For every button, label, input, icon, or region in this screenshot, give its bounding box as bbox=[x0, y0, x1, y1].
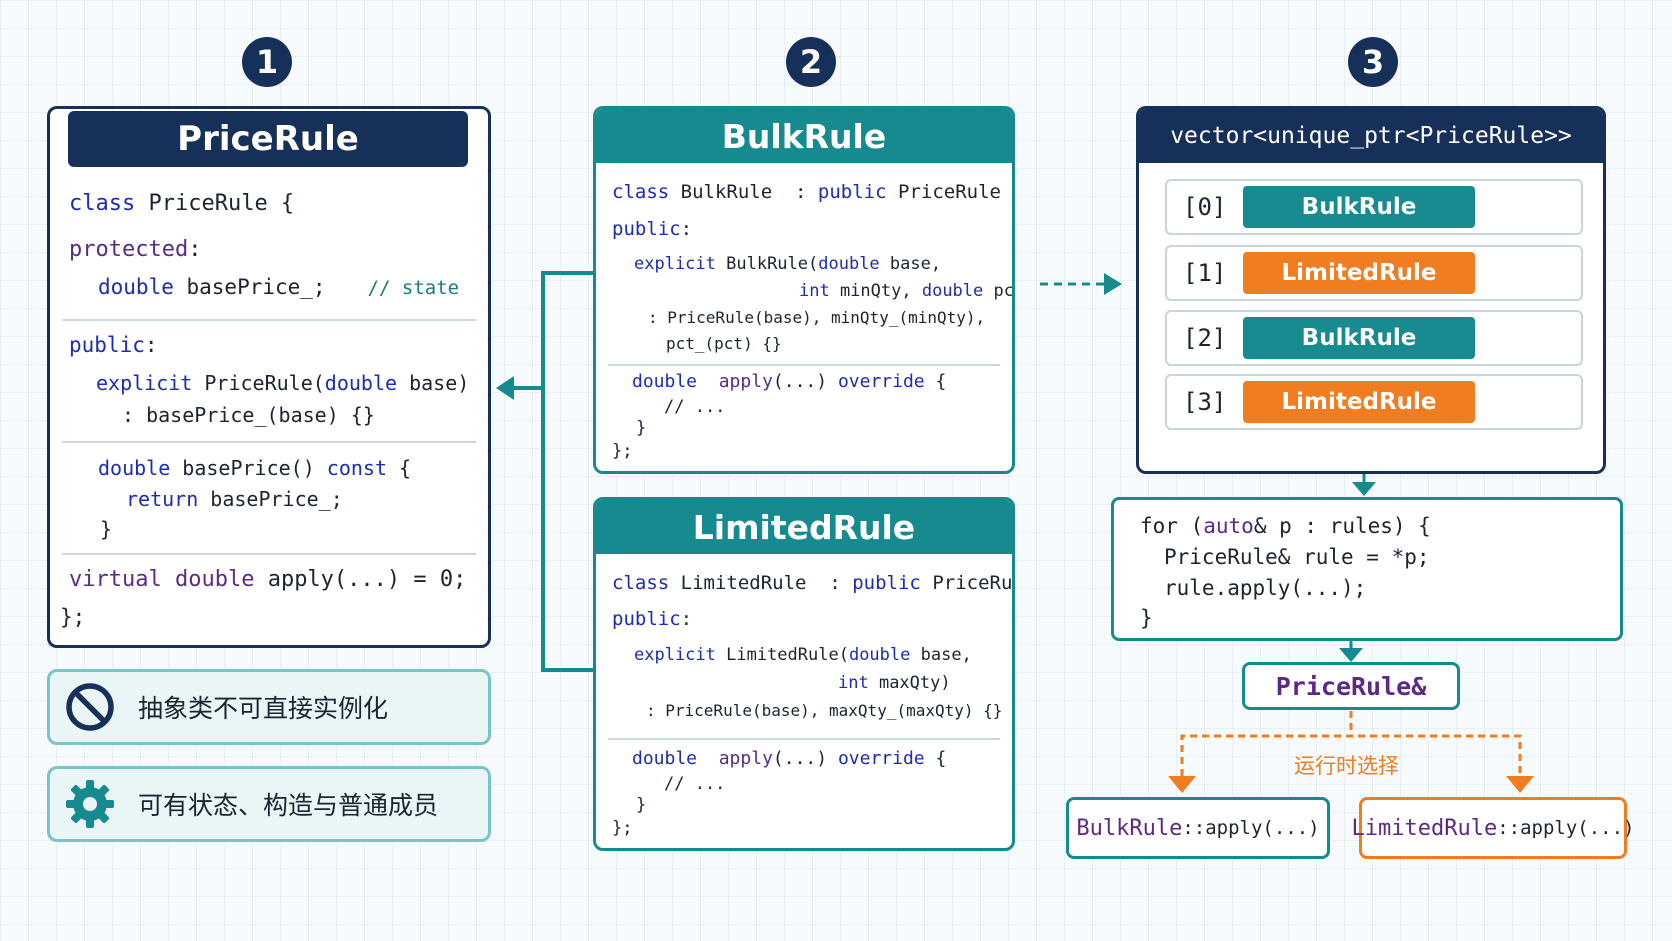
container-slot-3: [3] LimitedRule bbox=[1165, 374, 1583, 430]
stateful-note: 可有状态、构造与普通成员 bbox=[47, 766, 491, 842]
code-line: : basePrice_(base) {} bbox=[122, 403, 375, 427]
code-line: PriceRule& rule = *p; bbox=[1164, 545, 1430, 569]
code-line: int minQty, double pct) bbox=[799, 281, 1014, 301]
runtime-select-label: 运行时选择 bbox=[1294, 754, 1399, 778]
step-3-badge: 3 bbox=[1348, 37, 1398, 87]
code-line: protected: bbox=[69, 237, 202, 262]
slot-type-chip: LimitedRule bbox=[1243, 381, 1475, 423]
slot-type-chip: BulkRule bbox=[1243, 317, 1475, 359]
code-line: return basePrice_; bbox=[126, 487, 343, 511]
container-title: vector<unique_ptr<PriceRule>> bbox=[1139, 109, 1603, 163]
to-loop-arrowhead bbox=[1352, 482, 1376, 496]
dispatch-right-arrowhead bbox=[1506, 776, 1534, 793]
code-line: explicit LimitedRule(double base, bbox=[634, 645, 972, 665]
code-line: class BulkRule : public PriceRule { bbox=[612, 181, 1015, 203]
abstract-note-text: 抽象类不可直接实例化 bbox=[138, 694, 389, 723]
inherit-connector bbox=[510, 271, 593, 672]
no-entry-icon bbox=[66, 683, 114, 731]
price-rule-title: PriceRule bbox=[68, 111, 468, 167]
bulk-apply-box: BulkRule::apply(...) bbox=[1066, 797, 1330, 859]
code-line: rule.apply(...); bbox=[1164, 576, 1367, 600]
code-line: public: bbox=[612, 608, 693, 630]
code-line: } bbox=[100, 517, 113, 541]
code-line: virtual double apply(...) = 0; bbox=[69, 567, 467, 592]
price-rule-ref-box: PriceRule& bbox=[1242, 662, 1460, 710]
loop-code-box: for (auto& p : rules) { PriceRule& rule … bbox=[1111, 497, 1623, 641]
separator bbox=[62, 319, 476, 321]
limited-apply-class: LimitedRule bbox=[1351, 815, 1498, 841]
code-line: double apply(...) override { bbox=[632, 748, 947, 769]
separator bbox=[62, 441, 476, 443]
code-line: public: bbox=[612, 218, 693, 240]
code-line: : PriceRule(base), minQty_(minQty), bbox=[648, 308, 986, 327]
dispatch-left-arrowhead bbox=[1168, 776, 1196, 793]
slot-type-chip: BulkRule bbox=[1243, 186, 1475, 228]
code-line: double apply(...) override { bbox=[632, 371, 947, 392]
container-slot-2: [2] BulkRule bbox=[1165, 310, 1583, 366]
code-line: int maxQty) bbox=[838, 673, 951, 693]
dispatch-connector bbox=[1180, 711, 1522, 776]
store-arrowhead bbox=[1104, 273, 1122, 295]
code-line: : PriceRule(base), maxQty_(maxQty) {} bbox=[646, 701, 1003, 720]
code-line: double basePrice() const { bbox=[98, 456, 412, 480]
code-comment: // ... bbox=[664, 397, 726, 417]
code-comment: // ... bbox=[664, 774, 726, 794]
code-line: explicit BulkRule(double base, bbox=[634, 254, 942, 274]
bulk-rule-title: BulkRule bbox=[596, 109, 1012, 163]
limited-rule-title: LimitedRule bbox=[596, 500, 1012, 554]
code-line: } bbox=[1140, 606, 1153, 630]
bulk-apply-method: ::apply(...) bbox=[1182, 817, 1320, 839]
container-slot-0: [0] BulkRule bbox=[1165, 179, 1583, 235]
inherit-arrowhead bbox=[496, 376, 514, 400]
code-line: explicit PriceRule(double base) bbox=[96, 371, 470, 395]
step-1-badge: 1 bbox=[242, 37, 292, 87]
slot-type-chip: LimitedRule bbox=[1243, 252, 1475, 294]
code-line: } bbox=[636, 418, 647, 438]
code-line: class LimitedRule : public PriceRule { bbox=[612, 572, 1013, 594]
code-line: }; bbox=[612, 441, 633, 461]
code-line: for (auto& p : rules) { bbox=[1140, 514, 1431, 538]
rules-container-panel: vector<unique_ptr<PriceRule>> [0] BulkRu… bbox=[1136, 106, 1606, 474]
price-rule-panel: PriceRule class PriceRule { protected: d… bbox=[47, 106, 491, 648]
stateful-note-text: 可有状态、构造与普通成员 bbox=[138, 791, 439, 820]
container-slot-1: [1] LimitedRule bbox=[1165, 245, 1583, 301]
limited-rule-panel: LimitedRule class LimitedRule : public P… bbox=[593, 497, 1015, 851]
separator bbox=[62, 553, 476, 555]
limited-apply-method: ::apply(...) bbox=[1497, 817, 1635, 839]
limited-apply-box: LimitedRule::apply(...) bbox=[1352, 797, 1635, 859]
bulk-apply-class: BulkRule bbox=[1076, 815, 1183, 841]
gear-icon bbox=[66, 780, 114, 828]
code-line: double basePrice_;// state bbox=[98, 275, 460, 299]
code-line: class PriceRule { bbox=[69, 191, 295, 216]
code-line: }; bbox=[60, 605, 86, 629]
code-line: } bbox=[636, 795, 647, 815]
to-ref-arrowhead bbox=[1339, 648, 1363, 662]
separator bbox=[608, 738, 1000, 740]
slot-index: [0] bbox=[1183, 193, 1227, 221]
abstract-note: 抽象类不可直接实例化 bbox=[47, 669, 491, 745]
slot-index: [1] bbox=[1183, 259, 1227, 287]
code-line: }; bbox=[612, 818, 633, 838]
separator bbox=[608, 364, 1000, 366]
step-2-badge: 2 bbox=[786, 37, 836, 87]
bulk-rule-panel: BulkRule class BulkRule : public PriceRu… bbox=[593, 106, 1015, 474]
slot-index: [2] bbox=[1183, 324, 1227, 352]
slot-index: [3] bbox=[1183, 388, 1227, 416]
code-line: pct_(pct) {} bbox=[666, 334, 782, 353]
code-line: public: bbox=[69, 333, 158, 357]
